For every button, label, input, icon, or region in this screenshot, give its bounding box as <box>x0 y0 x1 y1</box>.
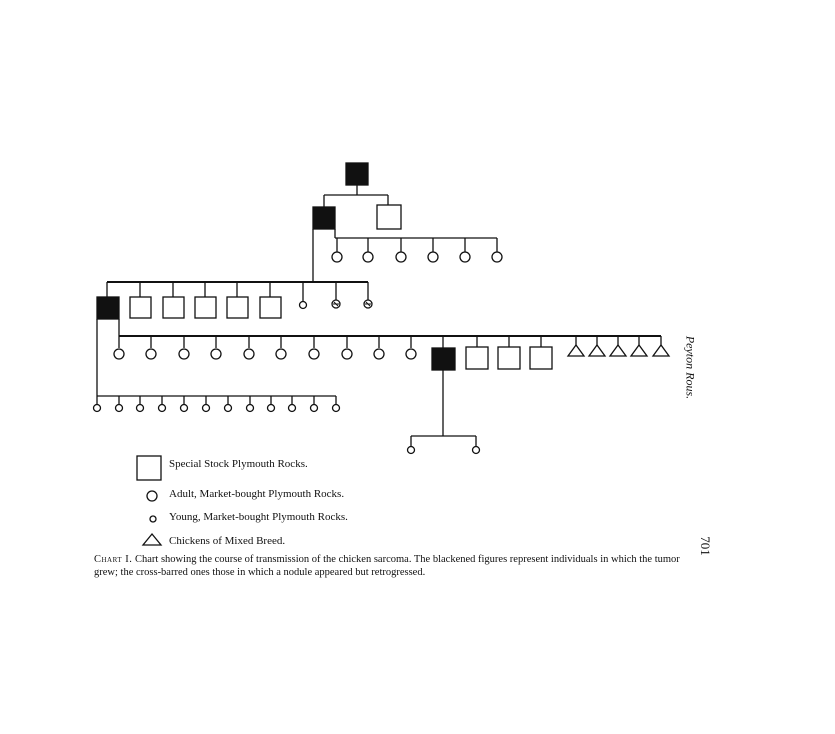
legend-large-circle-label: Adult, Market-bought Plymouth Rocks. <box>169 488 345 500</box>
caption-lead: Chart I. <box>94 554 133 565</box>
legend-square-label: Special Stock Plymouth Rocks. <box>169 458 308 470</box>
legend-small-circle-label: Young, Market-bought Plymouth Rocks. <box>169 511 348 523</box>
gen4-triangles <box>566 336 671 357</box>
gen4-square-filled <box>431 347 456 371</box>
founder-square-filled <box>345 162 369 186</box>
gen2-square-open <box>376 204 402 230</box>
figure-caption: Chart I. Chart showing the course of tra… <box>94 553 684 579</box>
gen4-adult-circles <box>113 336 417 360</box>
legend-small-circle-icon <box>149 515 157 523</box>
caption-text: Chart showing the course of transmission… <box>94 554 680 578</box>
legend-large-circle-icon <box>146 490 158 502</box>
legend-triangle-icon <box>141 532 163 546</box>
gen2-square-filled <box>312 206 336 230</box>
gen4-young-circles <box>92 396 341 413</box>
legend-triangle-label: Chickens of Mixed Breed. <box>169 535 286 547</box>
gen2-adult-circles <box>331 238 503 263</box>
author-running-head: Peyton Rous. <box>683 335 698 400</box>
gen3-square-filled <box>96 296 120 320</box>
page-number: 701 <box>698 536 713 556</box>
legend-square-icon <box>136 455 162 481</box>
